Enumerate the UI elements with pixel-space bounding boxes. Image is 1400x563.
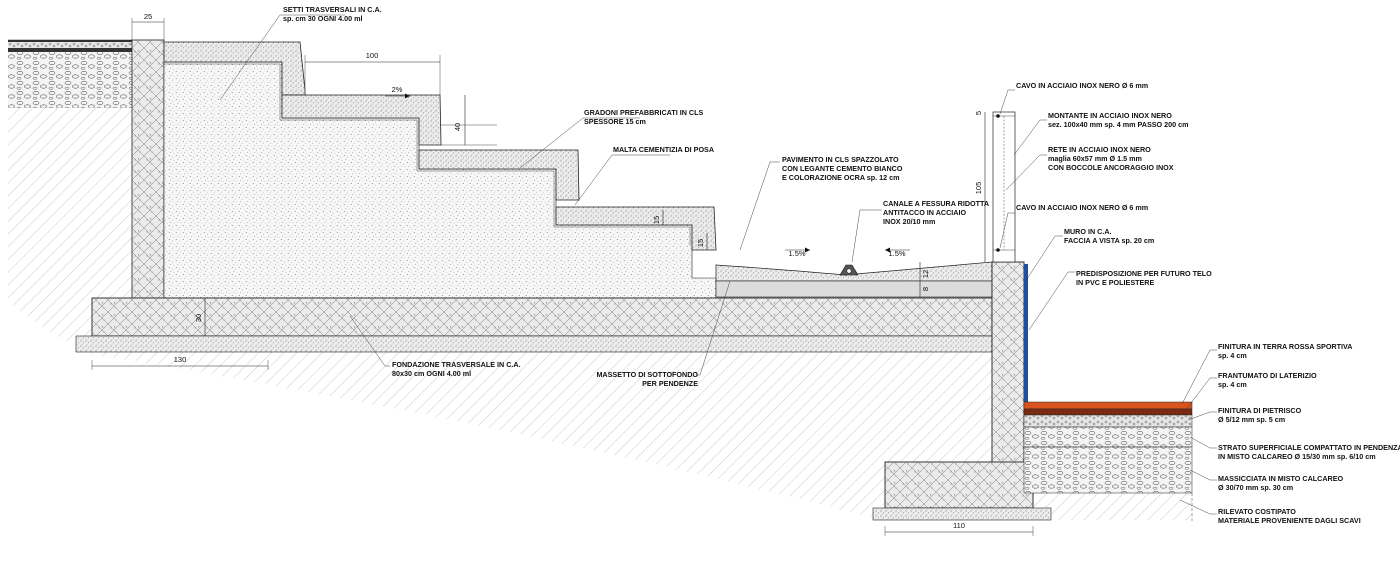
label-telo-1: PREDISPOSIZIONE PER FUTURO TELO [1076, 269, 1212, 278]
screed-massetto [715, 280, 993, 298]
label-muro-2: FACCIA A VISTA sp. 20 cm [1064, 236, 1154, 245]
dim-30: 30 [194, 314, 203, 322]
dim-12: 12 [921, 270, 930, 278]
label-finitura-1: FINITURA IN TERRA ROSSA SPORTIVA [1218, 342, 1352, 351]
label-pietrisco-1: FINITURA DI PIETRISCO [1218, 406, 1302, 415]
foundation-rebar-hatch [92, 298, 992, 336]
ground-surface-gravel [8, 42, 132, 48]
label-rilevato-2: MATERIALE PROVENIENTE DAGLI SCAVI [1218, 516, 1361, 525]
label-montante-1: MONTANTE IN ACCIAIO INOX NERO [1048, 111, 1172, 120]
bottom-cable-icon [996, 248, 1000, 252]
label-pavimento-3: E COLORAZIONE OCRA sp. 12 cm [782, 173, 900, 182]
layer-strato-compattato [1023, 426, 1193, 448]
label-rilevato-1: RILEVATO COSTIPATO [1218, 507, 1296, 516]
label-gradoni-1: GRADONI PREFABBRICATI IN CLS [584, 108, 703, 117]
leader-pavimento [739, 161, 780, 251]
drain-slot-icon [846, 268, 852, 274]
backfill-hatch-left [8, 108, 132, 345]
leader-muro [1024, 235, 1063, 283]
dim-8: 8 [921, 287, 930, 291]
label-rete-3: CON BOCCOLE ANCORAGGIO INOX [1048, 163, 1174, 172]
layer-pietrisco [1023, 414, 1193, 428]
label-canale-1: CANALE A FESSURA RIDOTTA [883, 199, 989, 208]
leader-rilevato [1179, 499, 1217, 515]
leader-pietrisco [1187, 411, 1217, 421]
label-fondazione-1: FONDAZIONE TRASVERSALE IN C.A. [392, 360, 521, 369]
label-strato-1: STRATO SUPERFICIALE COMPATTATO IN PENDEN… [1218, 443, 1400, 452]
label-montante-2: sez. 100x40 mm sp. 4 mm PASSO 200 cm [1048, 120, 1189, 129]
leader-frantumato [1184, 377, 1217, 412]
right-footing-rebar-hatch [885, 462, 1033, 508]
label-setti-1: SETTI TRASVERSALI IN C.A. [283, 5, 382, 14]
label-rete-2: maglia 60x57 mm Ø 1.5 mm [1048, 154, 1142, 163]
pvc-sheet-telo [1024, 264, 1028, 402]
label-pavimento-2: CON LEGANTE CEMENTO BIANCO [782, 164, 903, 173]
label-pietrisco-2: Ø 5/12 mm sp. 5 cm [1218, 415, 1285, 424]
dim-40: 40 [453, 123, 462, 131]
layer-massicciata [1023, 446, 1193, 494]
leader-strato [1189, 436, 1217, 449]
label-finitura-2: sp. 4 cm [1218, 351, 1247, 360]
right-footing-base [872, 507, 1052, 521]
step-4 [555, 206, 717, 251]
dim-105: 105 [974, 182, 983, 195]
label-canale-2: ANTITACCO IN ACCIAIO [883, 208, 966, 217]
backfill-hatch-bottom [78, 352, 992, 518]
dim-100: 100 [366, 51, 379, 60]
dim-15b: 15 [696, 239, 705, 247]
label-canale-3: INOX 20/10 mm [883, 217, 935, 226]
embankment-hatch [1033, 493, 1192, 520]
dim-1-5a: 1.5% [788, 249, 805, 258]
label-muro-1: MURO IN C.A. [1064, 227, 1112, 236]
top-cable-icon [996, 114, 1000, 118]
label-pavimento-1: PAVIMENTO IN CLS SPAZZOLATO [782, 155, 899, 164]
label-massicciata-1: MASSICCIATA IN MISTO CALCAREO [1218, 474, 1344, 483]
label-malta: MALTA CEMENTIZIA DI POSA [613, 145, 714, 154]
label-strato-2: IN MISTO CALCAREO Ø 15/30 mm sp. 6/10 cm [1218, 452, 1376, 461]
label-rete-1: RETE IN ACCIAIO INOX NERO [1048, 145, 1151, 154]
left-post-rebar-hatch [132, 40, 164, 298]
leader-montante [1013, 119, 1047, 156]
label-cavo-bottom: CAVO IN ACCIAIO INOX NERO Ø 6 mm [1016, 203, 1148, 212]
dim-2pct: 2% [392, 85, 403, 94]
label-cavo-top: CAVO IN ACCIAIO INOX NERO Ø 6 mm [1016, 81, 1148, 90]
leader-massicciata [1189, 469, 1217, 481]
leader-malta [574, 154, 670, 206]
leader-massetto [696, 280, 731, 376]
label-frantumato-1: FRANTUMATO DI LATERIZIO [1218, 371, 1317, 380]
dim-5: 5 [974, 111, 983, 115]
label-setti-2: sp. cm 30 OGNI 4.00 ml [283, 14, 363, 23]
leader-gradoni [519, 117, 640, 169]
mortar-line [164, 63, 691, 246]
step-3 [418, 149, 580, 201]
label-massetto-1: MASSETTO DI SOTTOFONDO [596, 370, 698, 379]
dim-130: 130 [174, 355, 187, 364]
dim-1-5b: 1.5% [888, 249, 905, 258]
label-frantumato-2: sp. 4 cm [1218, 380, 1247, 389]
leader-telo [1028, 271, 1075, 331]
dim-110: 110 [953, 521, 965, 530]
label-massicciata-2: Ø 30/70 mm sp. 30 cm [1218, 483, 1293, 492]
leader-rete [1005, 154, 1047, 191]
lean-concrete-base [75, 335, 993, 353]
leader-cavo-bottom [999, 212, 1015, 249]
dim-15a: 15 [652, 216, 661, 224]
label-gradoni-2: SPESSORE 15 cm [584, 117, 646, 126]
leader-fondazione [349, 315, 390, 367]
leader-setti [219, 14, 345, 101]
layer-laterizio [1023, 408, 1193, 416]
leader-canale [851, 209, 882, 263]
layer-terra-rossa [1023, 401, 1193, 410]
leader-finitura [1181, 349, 1217, 405]
label-massetto-2: PER PENDENZE [642, 379, 698, 388]
label-fondazione-2: 80x30 cm OGNI 4.00 ml [392, 369, 471, 378]
dim-25: 25 [144, 12, 152, 21]
label-telo-2: IN PVC E POLIESTERE [1076, 278, 1154, 287]
leader-cavo-top [999, 89, 1015, 115]
